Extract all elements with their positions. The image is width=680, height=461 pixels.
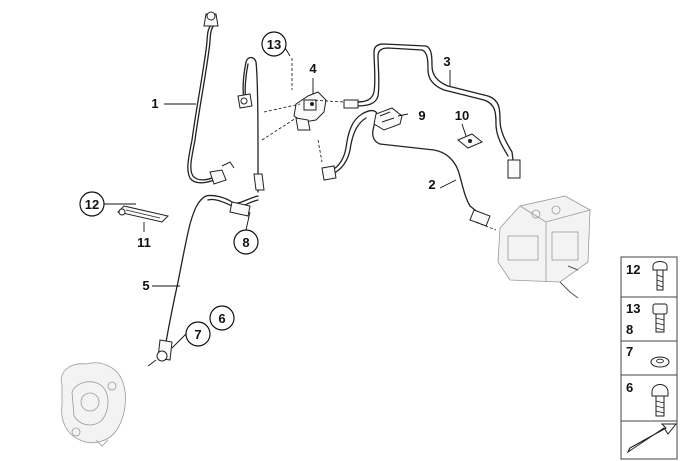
bracket-11 (117, 205, 169, 223)
bracket-4 (293, 91, 327, 131)
callout-11: 11 (137, 235, 151, 250)
arrow-icon (626, 423, 678, 454)
callout-7-circle (185, 321, 211, 347)
callout-5: 5 (142, 278, 149, 293)
bolt-6-icon (651, 384, 669, 417)
abs-unit-illustration (497, 195, 592, 299)
leader-lines (104, 45, 467, 349)
brake-pipe-2 (321, 109, 491, 227)
brake-pipe-5 (147, 194, 259, 367)
callout-12-circle (79, 191, 105, 217)
callout-10: 10 (455, 108, 469, 123)
callout-4: 4 (309, 61, 317, 76)
legend-label-8: 8 (626, 322, 633, 337)
callout-6-circle (209, 305, 235, 331)
callout-13: 13 (267, 37, 281, 52)
callout-3: 3 (443, 54, 450, 69)
callout-8-circle (233, 229, 259, 255)
legend-label-6: 6 (626, 380, 633, 395)
legend-label-7: 7 (626, 344, 633, 359)
screw-13-icon (652, 303, 668, 333)
washer-7-icon (650, 356, 670, 368)
legend-label-12: 12 (626, 262, 640, 277)
callout-7: 7 (194, 327, 201, 342)
brake-hose-1 (187, 11, 227, 185)
clip-9 (373, 107, 403, 131)
callout-8: 8 (242, 235, 249, 250)
brake-pipe-3 (343, 43, 521, 179)
callout-12: 12 (85, 197, 99, 212)
brake-hose-13 (221, 56, 265, 193)
dashed-guides (261, 58, 497, 231)
screw-12-icon (652, 261, 668, 291)
brake-caliper-illustration (60, 362, 126, 447)
callout-6: 6 (218, 311, 225, 326)
callout-13-circle (261, 31, 287, 57)
callout-9: 9 (418, 108, 425, 123)
parts-legend: 12 13 8 7 6 (620, 256, 678, 460)
callout-1: 1 (151, 96, 158, 111)
callout-2: 2 (428, 177, 435, 192)
legend-label-13: 13 (626, 301, 640, 316)
clip-10 (457, 133, 483, 149)
